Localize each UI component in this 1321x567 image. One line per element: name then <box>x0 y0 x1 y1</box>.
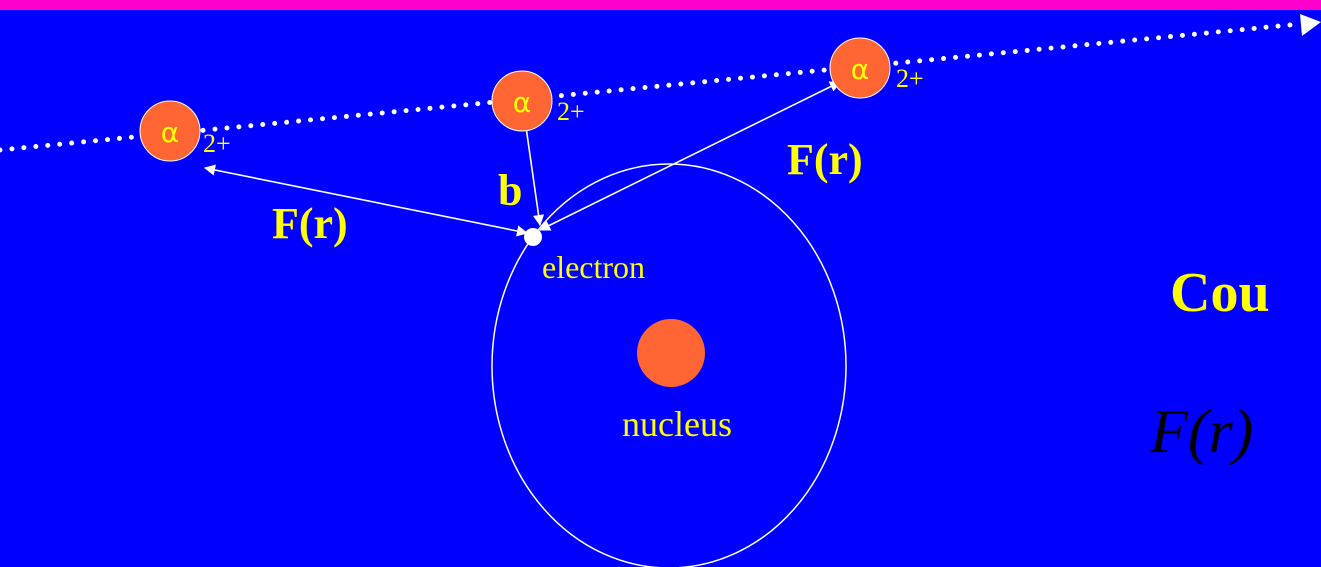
coulomb-formula-partial: F(r) <box>1149 398 1253 466</box>
top-accent-bar <box>0 0 1321 10</box>
trajectory-arrow-head <box>1300 14 1321 36</box>
force-arrow-left <box>203 164 529 237</box>
alpha-particle-3: α 2+ <box>829 37 924 99</box>
alpha-trajectory <box>0 21 1303 153</box>
coulomb-title-partial: Cou <box>1170 262 1270 324</box>
alpha-particle-2: α 2+ <box>491 70 585 132</box>
electron-label: electron <box>542 249 645 285</box>
nucleus-label: nucleus <box>622 404 732 444</box>
alpha-particle-1: α 2+ <box>139 100 231 162</box>
force-label-left: F(r) <box>272 199 348 248</box>
alpha-symbol: α <box>851 53 869 86</box>
alpha-charge: 2+ <box>896 64 924 93</box>
force-label-right: F(r) <box>787 135 863 184</box>
electron-dot <box>524 228 542 246</box>
nucleus-circle <box>637 319 705 387</box>
impact-parameter-arrow <box>520 118 545 227</box>
alpha-charge: 2+ <box>203 129 231 158</box>
alpha-symbol: α <box>513 86 531 119</box>
alpha-charge: 2+ <box>557 97 585 126</box>
impact-parameter-label: b <box>498 166 522 215</box>
alpha-symbol: α <box>161 116 179 149</box>
force-arrow-right <box>538 81 842 231</box>
